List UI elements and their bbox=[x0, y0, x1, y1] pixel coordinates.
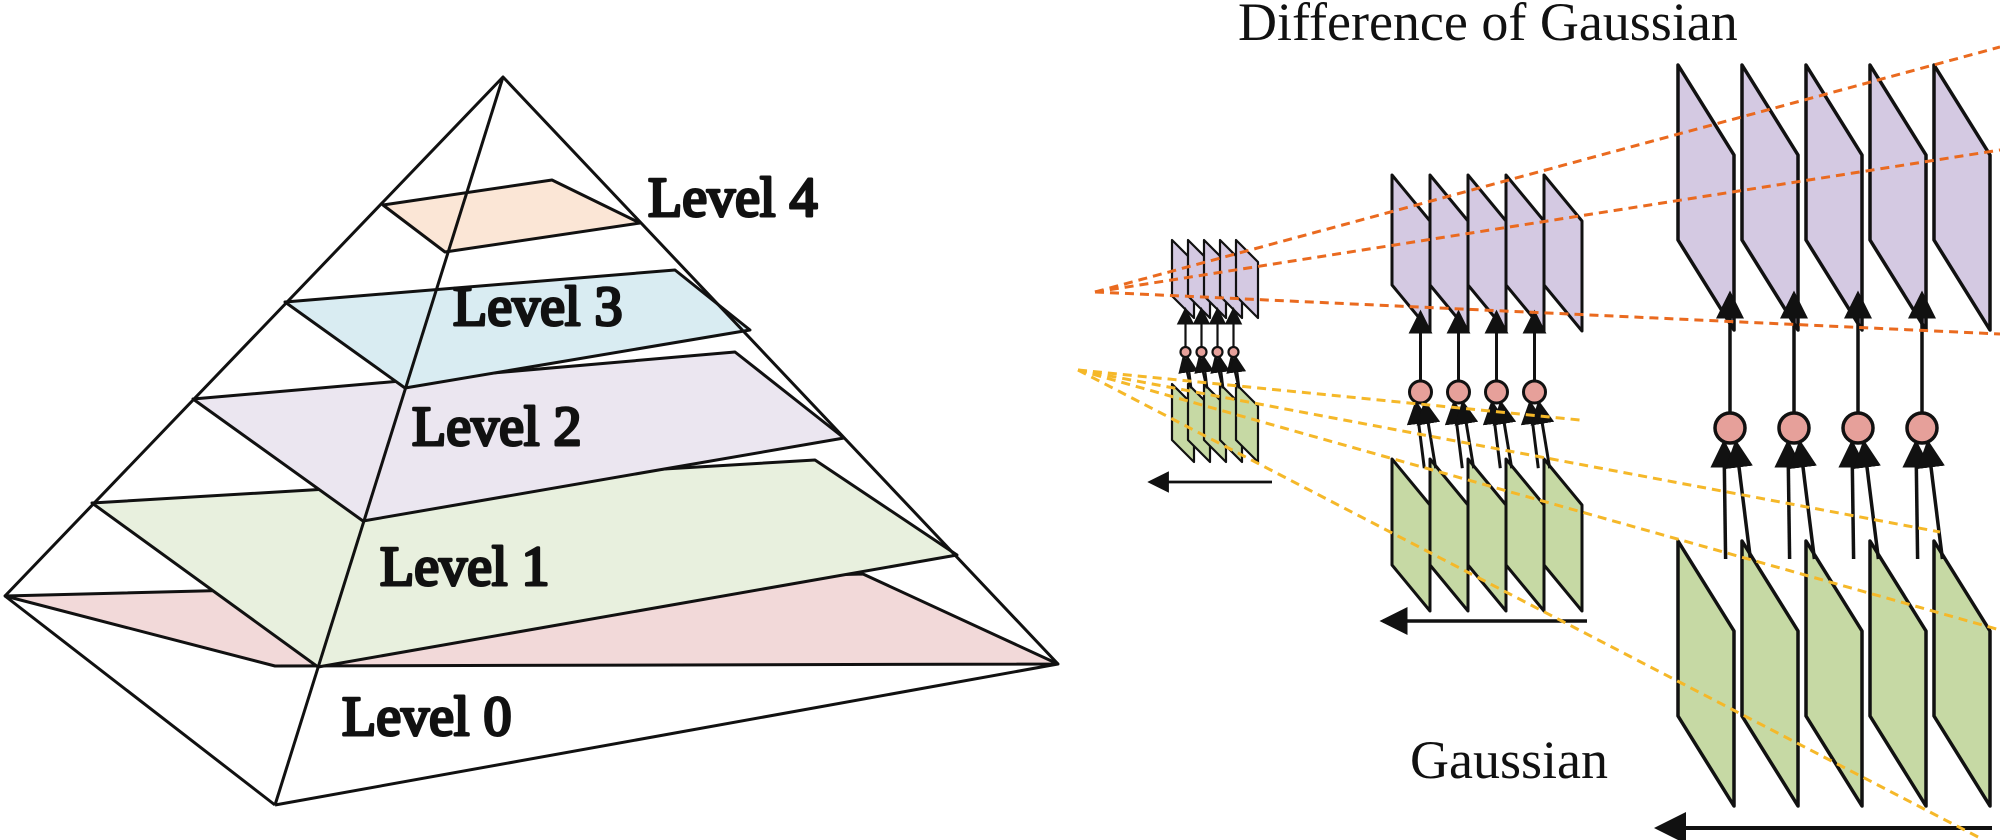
subtract-node bbox=[1484, 379, 1509, 405]
octave-2 bbox=[1379, 173, 1587, 635]
level-3-label: Level 3 bbox=[453, 276, 622, 338]
gaussian-panel bbox=[1466, 457, 1508, 613]
subtract-node bbox=[1841, 411, 1875, 445]
input-arrow bbox=[1902, 439, 1931, 560]
input-arrow bbox=[1725, 439, 1753, 560]
guide-lines-front bbox=[1077, 45, 2000, 840]
perspective-guide-gaussian bbox=[1077, 368, 1981, 840]
subtract-node bbox=[1408, 379, 1433, 405]
pyramid-front-edge bbox=[273, 76, 505, 806]
level-4-label: Level 4 bbox=[648, 167, 817, 229]
subtract-node bbox=[1211, 345, 1224, 359]
input-arrow bbox=[1492, 400, 1517, 469]
input-arrow bbox=[1196, 354, 1215, 389]
perspective-guide-gaussian bbox=[1077, 368, 2000, 632]
dog-panel bbox=[1868, 63, 1928, 332]
dog-title: Difference of Gaussian bbox=[1238, 0, 1738, 52]
dog-panel bbox=[1504, 173, 1546, 333]
input-arrow bbox=[1853, 439, 1881, 560]
gaussian-panel bbox=[1504, 457, 1546, 613]
subtract-node bbox=[1195, 345, 1208, 359]
subtract-node bbox=[1905, 411, 1939, 445]
subtract-node bbox=[1777, 411, 1811, 445]
input-arrow bbox=[1212, 354, 1231, 389]
input-arrow bbox=[1454, 400, 1479, 469]
perspective-guide-dog bbox=[1094, 290, 2000, 336]
perspective-guide-gaussian bbox=[1077, 368, 1941, 534]
image-pyramid: Level 4 Level 3 Level 2 Level 1 Level 0 bbox=[3, 75, 1060, 807]
gaussian-label: Gaussian bbox=[1410, 730, 1608, 790]
gaussian-panel bbox=[1868, 539, 1928, 808]
input-arrow bbox=[1774, 439, 1803, 560]
input-arrow bbox=[1917, 439, 1945, 560]
level-0-label: Level 0 bbox=[342, 686, 511, 748]
level-4-slab bbox=[381, 178, 642, 254]
input-arrow bbox=[1710, 439, 1739, 560]
dog-panel bbox=[1932, 63, 1992, 332]
gaussian-panel bbox=[1932, 539, 1992, 808]
dog-panel bbox=[1466, 173, 1508, 333]
input-arrow bbox=[1444, 400, 1469, 469]
octave-1 bbox=[1147, 238, 1272, 493]
gaussian-panel bbox=[1804, 539, 1864, 808]
subtract-node bbox=[1522, 379, 1547, 405]
perspective-guide-gaussian bbox=[1077, 368, 1581, 422]
input-arrow bbox=[1228, 354, 1247, 389]
subtract-node bbox=[1446, 379, 1471, 405]
input-arrow bbox=[1789, 439, 1817, 560]
input-arrow bbox=[1416, 400, 1441, 469]
level-1-label: Level 1 bbox=[380, 536, 549, 598]
gaussian-panel bbox=[1740, 539, 1800, 808]
subtract-node bbox=[1227, 345, 1240, 359]
perspective-guide-dog bbox=[1094, 45, 2000, 294]
gaussian-panel bbox=[1428, 457, 1470, 613]
gaussian-panel bbox=[1390, 457, 1432, 613]
level-2-label: Level 2 bbox=[412, 396, 581, 458]
pyramid-base-right bbox=[274, 662, 1059, 807]
octave-3 bbox=[1654, 63, 1992, 840]
gaussian-panel bbox=[1542, 457, 1584, 613]
dog-panel bbox=[1740, 63, 1800, 332]
gaussian-panel bbox=[1676, 539, 1736, 808]
dog-panel bbox=[1804, 63, 1864, 332]
dog-panel bbox=[1542, 173, 1584, 333]
subtract-node bbox=[1179, 345, 1192, 359]
input-arrow bbox=[1838, 439, 1867, 560]
pyramid-base-left bbox=[4, 594, 276, 807]
input-arrow bbox=[1520, 400, 1545, 469]
perspective-guide-dog bbox=[1094, 148, 2000, 294]
octave-stacks bbox=[1147, 63, 1992, 840]
level-3-slab bbox=[283, 268, 752, 390]
subtract-node bbox=[1713, 411, 1747, 445]
input-arrow bbox=[1530, 400, 1555, 469]
input-arrow bbox=[1180, 354, 1199, 389]
